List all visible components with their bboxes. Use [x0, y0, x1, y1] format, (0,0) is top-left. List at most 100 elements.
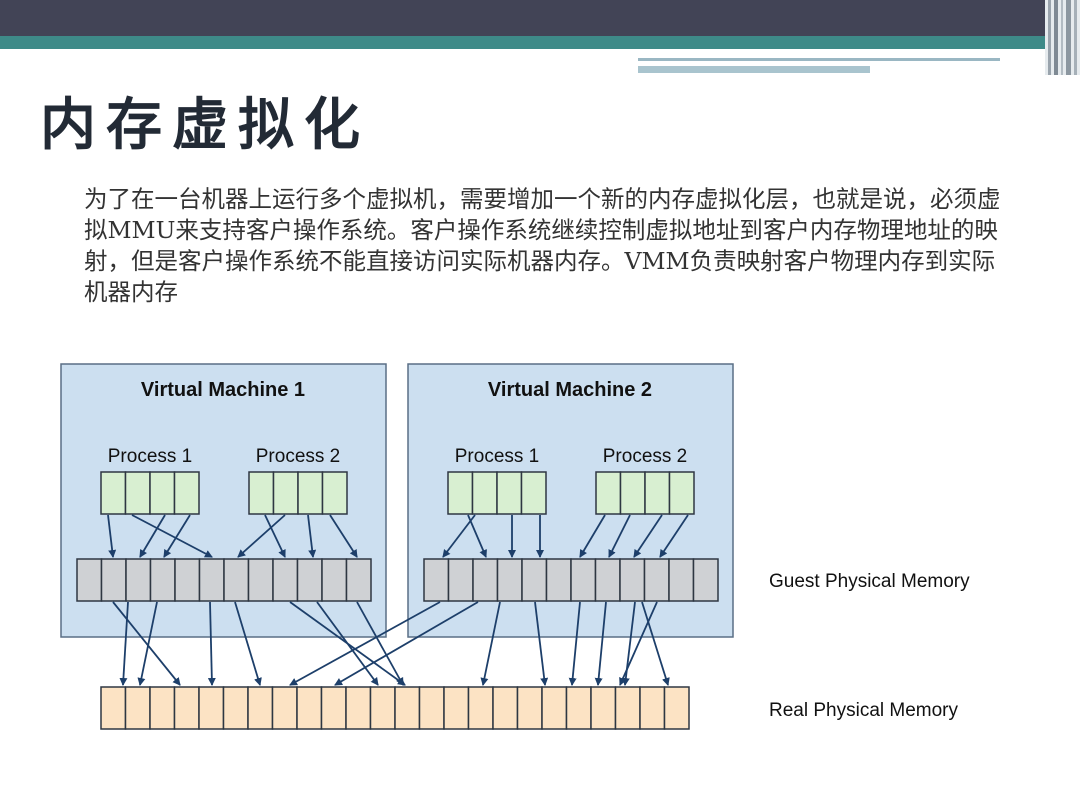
mapping-arrow — [307, 514, 317, 558]
vm2-process2-pages-page — [668, 471, 695, 515]
mapping-arrow — [264, 514, 286, 558]
vm2-process2-pages-page — [644, 471, 671, 515]
mapping-arrow — [568, 601, 581, 686]
vm2-process2-pages — [595, 471, 695, 515]
mapping-arrow — [641, 601, 670, 686]
mapping-arrow — [619, 601, 658, 686]
slide-title: 内存虚拟化 — [40, 92, 370, 158]
real-memory-pages-page — [565, 686, 592, 730]
real-memory-pages-page — [516, 686, 543, 730]
real-memory-pages-page — [614, 686, 641, 730]
mapping-arrow — [139, 514, 166, 558]
vm2-guest-memory-pages-page — [472, 558, 499, 602]
vm2-title: Virtual Machine 2 — [488, 379, 652, 401]
vm2-guest-memory-pages-page — [496, 558, 523, 602]
mapping-arrow — [659, 514, 689, 558]
guest-memory-label: Guest Physical Memory — [769, 571, 970, 592]
vm1-guest-memory-pages-page — [174, 558, 201, 602]
mapping-arrow — [356, 601, 404, 686]
vm1-process2-pages-page — [248, 471, 275, 515]
vm1-guest-memory-pages-page — [345, 558, 372, 602]
real-memory-pages-page — [467, 686, 494, 730]
vm1-title: Virtual Machine 1 — [141, 379, 305, 401]
mapping-arrow — [594, 601, 607, 686]
mapping-arrow — [608, 514, 631, 558]
mapping-arrow — [207, 601, 216, 686]
mapping-arrow — [137, 601, 158, 686]
real-memory-pages-page — [271, 686, 298, 730]
vm2-guest-memory-pages-page — [521, 558, 548, 602]
vm2-process2-pages-page — [595, 471, 622, 515]
real-memory-pages-page — [345, 686, 372, 730]
real-memory-pages-page — [541, 686, 568, 730]
real-memory-pages-page — [320, 686, 347, 730]
vm2-guest-memory-pages-page — [643, 558, 670, 602]
real-memory-pages-page — [443, 686, 470, 730]
real-memory-pages-page — [639, 686, 666, 730]
mapping-arrow — [237, 514, 286, 558]
vm2-process1-pages-page — [496, 471, 523, 515]
mapping-arrow — [112, 601, 181, 686]
real-memory-pages-page — [296, 686, 323, 730]
vm1-guest-memory-pages-page — [149, 558, 176, 602]
vm2-guest-memory-pages-page — [545, 558, 572, 602]
vm1-guest-memory-pages-page — [272, 558, 299, 602]
real-memory-pages-page — [124, 686, 151, 730]
header-accent-line — [638, 58, 1000, 61]
real-memory-pages-page — [247, 686, 274, 730]
mapping-arrow — [289, 601, 441, 686]
mapping-arrow — [442, 514, 476, 558]
vm1-guest-memory-pages-page — [247, 558, 274, 602]
real-memory-pages-page — [492, 686, 519, 730]
header-accent-line — [638, 66, 870, 73]
vm1-guest-memory-pages-page — [100, 558, 127, 602]
real-memory-pages-page — [590, 686, 617, 730]
mapping-arrow — [534, 601, 549, 686]
vm1-guest-memory-pages-page — [223, 558, 250, 602]
vm2-process2-label: Process 2 — [603, 446, 687, 467]
vm1-process1-pages — [100, 471, 200, 515]
mapping-arrow — [579, 514, 606, 558]
vm2-process1-pages-page — [471, 471, 498, 515]
mapping-arrow — [119, 601, 129, 686]
vm2-process1-pages-page — [447, 471, 474, 515]
mapping-arrow — [131, 514, 213, 558]
mapping-arrow — [480, 601, 501, 686]
vm2-guest-memory-pages-page — [594, 558, 621, 602]
vm1-guest-memory-pages-page — [125, 558, 152, 602]
vm2-process1-pages-page — [520, 471, 547, 515]
real-memory-pages-page — [222, 686, 249, 730]
vm2-guest-memory-pages — [423, 558, 719, 602]
mapping-arrow — [163, 514, 191, 558]
vm1-process2-label: Process 2 — [256, 446, 340, 467]
real-memory-pages-page — [418, 686, 445, 730]
mapping-arrow — [234, 601, 262, 686]
vm2-guest-memory-pages-page — [692, 558, 719, 602]
vm1-process2-pages-page — [321, 471, 348, 515]
vm1-guest-memory-pages-page — [76, 558, 103, 602]
vm1-process1-pages-page — [100, 471, 127, 515]
vm1-guest-memory-pages — [76, 558, 372, 602]
vm2-process2-pages-page — [619, 471, 646, 515]
header-edge-stripes — [1045, 0, 1080, 75]
real-memory-pages-page — [173, 686, 200, 730]
real-memory-pages-page — [369, 686, 396, 730]
real-memory-pages — [100, 686, 690, 730]
vm1-process2-pages-page — [297, 471, 324, 515]
vm1-process2-pages — [248, 471, 348, 515]
mapping-arrow — [329, 514, 358, 558]
real-memory-pages-page — [149, 686, 176, 730]
header-dark-band — [0, 0, 1080, 36]
real-memory-pages-page — [100, 686, 127, 730]
vm2-guest-memory-pages-page — [619, 558, 646, 602]
vm1-process1-label: Process 1 — [108, 446, 192, 467]
vm2-guest-memory-pages-page — [668, 558, 695, 602]
vm1-process1-pages-page — [173, 471, 200, 515]
vm1-process2-pages-page — [272, 471, 299, 515]
mapping-arrow — [316, 601, 379, 686]
header-teal-band — [0, 36, 1045, 49]
real-memory-label: Real Physical Memory — [769, 700, 958, 721]
vm1-guest-memory-pages-page — [296, 558, 323, 602]
mapping-arrow — [633, 514, 663, 558]
